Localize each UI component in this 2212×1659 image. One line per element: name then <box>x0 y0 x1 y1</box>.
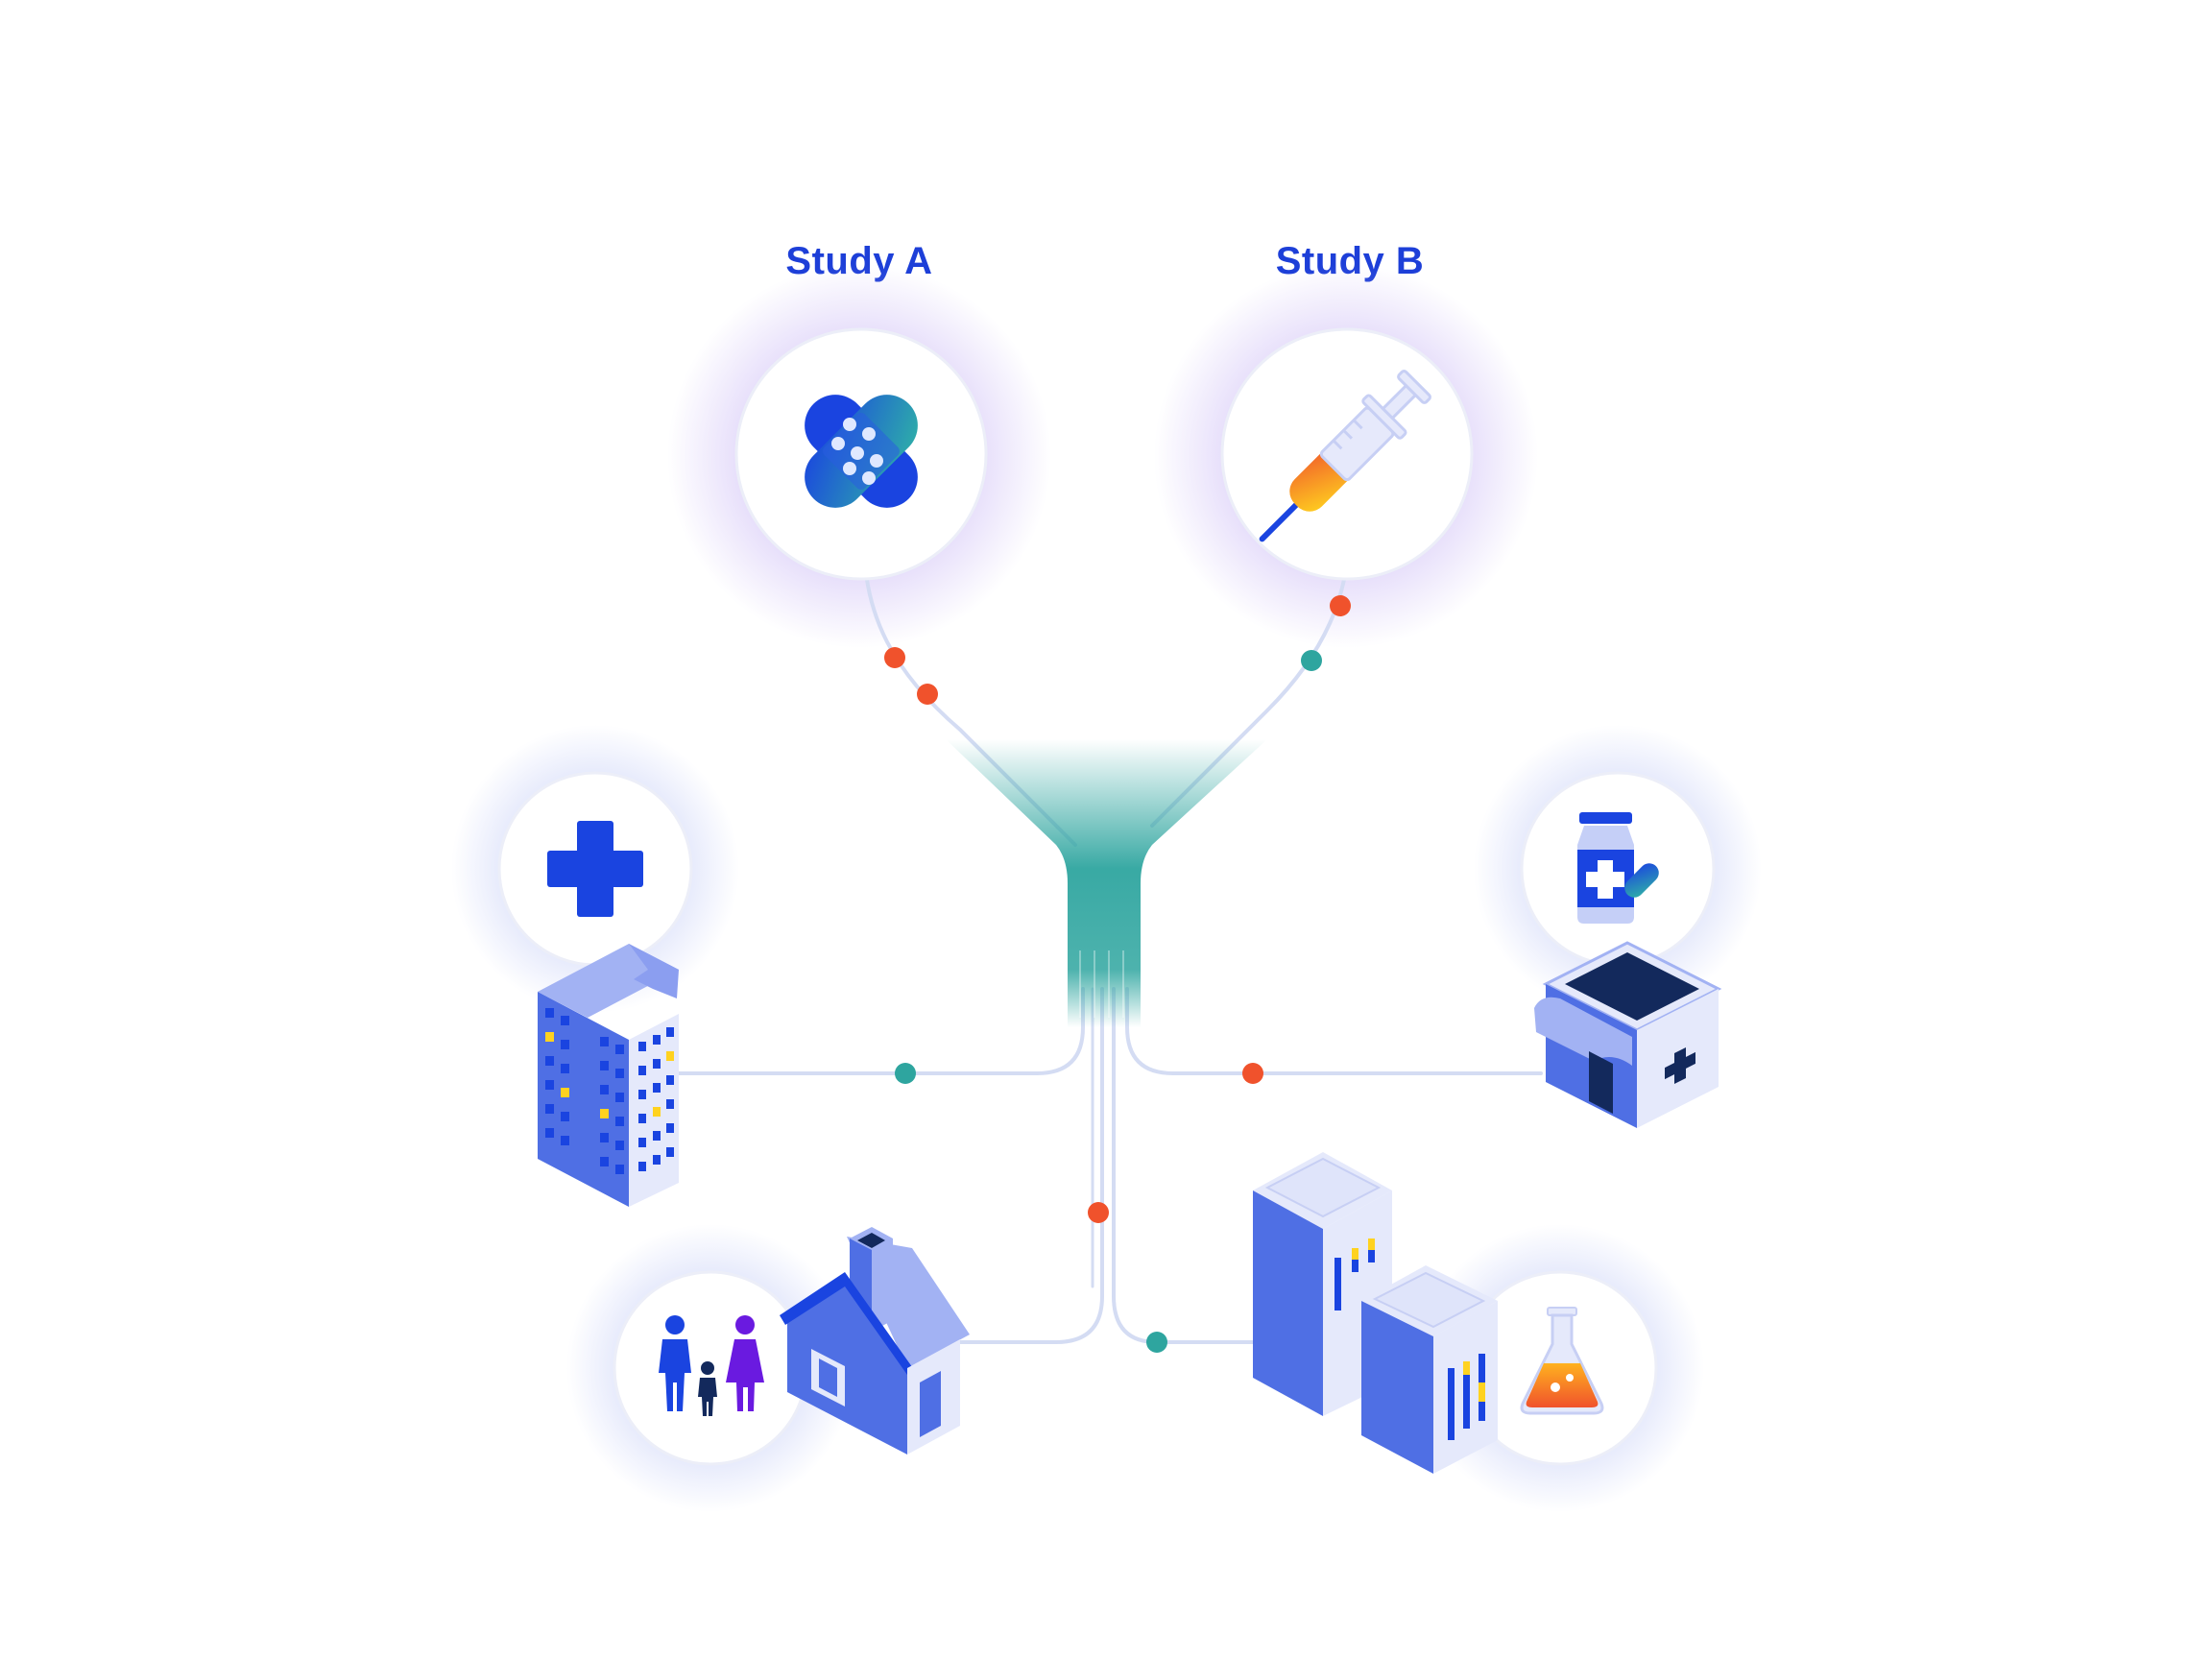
study-b-node <box>1220 327 1474 581</box>
orange-dot <box>917 684 938 705</box>
funnel <box>946 739 1267 1027</box>
line-right-pharmacy <box>1125 987 1543 1075</box>
house <box>780 1227 970 1455</box>
line-bottom-house <box>958 987 1104 1344</box>
orange-dot <box>1088 1202 1109 1223</box>
teal-dot <box>1301 650 1322 671</box>
teal-dot <box>1146 1332 1167 1353</box>
house-source-node <box>613 1227 970 1466</box>
pharmacy-source-node <box>1520 771 1722 1128</box>
bandage-icon <box>805 395 918 508</box>
orange-dot <box>884 647 905 668</box>
medicine-bottle-icon <box>1577 812 1659 924</box>
orange-dot <box>1330 595 1351 616</box>
syringe-icon <box>1259 370 1431 542</box>
study-a-node <box>734 327 988 581</box>
family-icon <box>659 1315 764 1416</box>
apartment-building <box>538 944 679 1207</box>
flow-dots <box>884 595 1351 1353</box>
line-bottom-office <box>1112 987 1260 1344</box>
office-towers <box>1253 1152 1498 1474</box>
apartment-source-node <box>497 771 693 1207</box>
lab-flask-icon <box>1520 1307 1604 1415</box>
medical-cross-icon <box>547 821 643 917</box>
pharmacy-store <box>1534 941 1722 1128</box>
line-left-apartment <box>670 987 1085 1075</box>
office-source-node <box>1253 1152 1658 1474</box>
orange-dot <box>1242 1063 1263 1084</box>
teal-dot <box>895 1063 916 1084</box>
